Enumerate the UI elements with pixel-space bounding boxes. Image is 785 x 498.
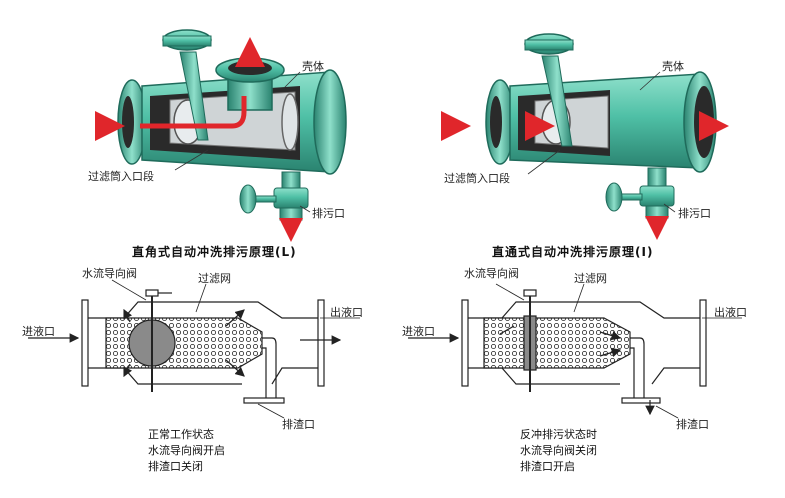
bl-status-line: 排渣口关闭 <box>148 460 203 473</box>
drain-pipe <box>647 167 667 187</box>
bl-valve-label: 水流导向阀 <box>82 267 137 280</box>
housing-top <box>468 301 700 319</box>
housing-bottom <box>88 367 242 385</box>
filter-mesh <box>483 317 631 369</box>
br-inlet-label: 进液口 <box>402 325 435 338</box>
backwash-schematic <box>408 283 742 419</box>
inlet-flange-line <box>461 299 469 387</box>
br-status-note: 反冲排污状态时 水流导向阀关闭 排渣口开启 <box>520 427 597 475</box>
outlet-opening <box>694 86 714 158</box>
bl-status-line: 正常工作状态 <box>148 428 214 441</box>
valve-stem <box>541 55 573 147</box>
inlet-opening <box>490 96 502 148</box>
filter-end <box>281 93 299 151</box>
drain-pipe <box>281 171 301 189</box>
tr-caption: 直通式自动冲洗排污原理(I) <box>492 245 654 259</box>
br-slag-outlet-label: 排渣口 <box>676 418 709 431</box>
internal-flow-arrow <box>140 96 247 129</box>
outlet-flange-line <box>699 299 707 387</box>
inlet-opening <box>122 96 134 148</box>
valve-stem <box>179 51 209 141</box>
bl-status-line: 水流导向阀开启 <box>148 444 225 457</box>
bl-slag-outlet-label: 排渣口 <box>282 418 315 431</box>
tr-drain-label: 排污口 <box>678 207 711 220</box>
br-mesh-label: 过滤网 <box>574 272 607 285</box>
normal-operation-schematic <box>28 279 360 419</box>
br-status-line: 水流导向阀关闭 <box>520 444 597 457</box>
br-status-line: 排渣口开启 <box>520 460 575 473</box>
drain-handwheel <box>605 182 623 212</box>
drain-handwheel <box>239 184 257 214</box>
tr-shell-label: 壳体 <box>662 60 684 73</box>
housing-bottom <box>468 367 620 385</box>
tl-caption: 直角式自动冲洗排污原理(L) <box>132 245 297 259</box>
slag-pipe <box>262 337 277 398</box>
drain-valve <box>639 185 675 207</box>
right-angle-filter-illustration <box>95 29 347 242</box>
bl-outlet-label: 出液口 <box>330 306 363 319</box>
slag-pipe <box>630 337 645 398</box>
outlet-opening <box>228 61 272 75</box>
br-outlet-label: 出液口 <box>714 306 747 319</box>
housing-top <box>88 301 318 319</box>
tl-shell-label: 壳体 <box>302 60 324 73</box>
end-flange <box>313 69 347 175</box>
bl-mesh-label: 过滤网 <box>198 272 231 285</box>
tl-drain-label: 排污口 <box>312 207 345 220</box>
straight-through-filter-illustration <box>441 33 729 240</box>
bl-inlet-label: 进液口 <box>22 325 55 338</box>
br-valve-label: 水流导向阀 <box>464 267 519 280</box>
inlet-flange-line <box>81 299 89 387</box>
outlet-flange-line <box>317 299 325 387</box>
tl-inlet-section-label: 过滤筒入口段 <box>88 170 154 183</box>
br-status-line: 反冲排污状态时 <box>520 428 597 441</box>
drain-valve <box>273 187 309 209</box>
tr-inlet-section-label: 过滤筒入口段 <box>444 172 510 185</box>
bl-status-note: 正常工作状态 水流导向阀开启 排渣口关闭 <box>148 427 225 475</box>
